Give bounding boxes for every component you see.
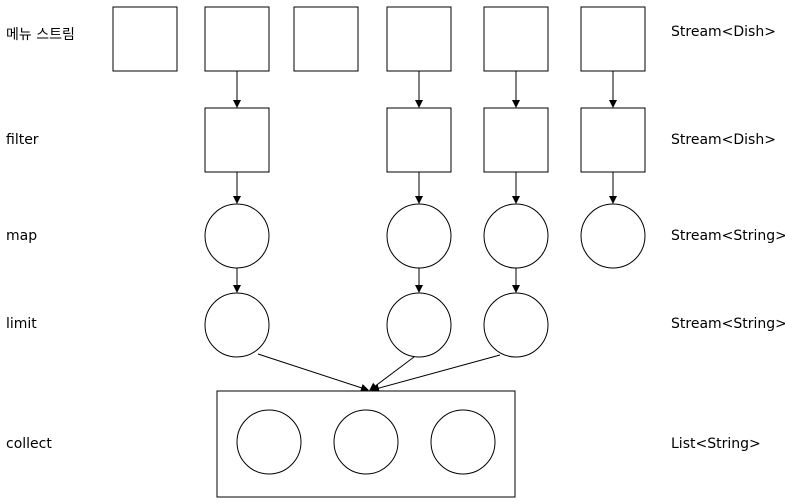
mapped-circle-3 (483, 203, 549, 269)
collected-circle-3 (430, 409, 496, 475)
mapped-circle-2 (386, 203, 452, 269)
dish-box-2 (204, 6, 270, 72)
stage-label-map: map (6, 228, 38, 244)
limited-circle-2 (386, 292, 452, 358)
mapped-circle-4 (580, 203, 646, 269)
dish-box-4 (386, 6, 452, 72)
collected-circle-1 (236, 409, 302, 475)
type-label-menu-stream: Stream<Dish> (671, 24, 776, 40)
type-label-limit: Stream<String> (671, 316, 785, 332)
filter-row (204, 107, 646, 173)
map-row (204, 203, 646, 269)
type-label-collect: List<String> (671, 436, 761, 452)
limited-circle-1 (204, 292, 270, 358)
type-label-map: Stream<String> (671, 228, 785, 244)
collect-box (216, 390, 516, 498)
arrows-to-map (233, 172, 617, 204)
arrows-to-filter (233, 71, 617, 108)
limited-circle-3 (483, 292, 549, 358)
filtered-box-4 (580, 107, 646, 173)
dish-box-3 (293, 6, 359, 72)
type-label-filter: Stream<Dish> (671, 132, 776, 148)
menu-stream-row (112, 6, 646, 72)
stage-label-menu-stream: 메뉴 스트림 (6, 27, 75, 43)
dish-box-6 (580, 6, 646, 72)
arrows-to-limit (233, 268, 520, 293)
filtered-box-1 (204, 107, 270, 173)
dish-box-5 (483, 6, 549, 72)
filtered-box-2 (386, 107, 452, 173)
arrow (369, 356, 415, 391)
arrow (257, 353, 369, 392)
arrows-to-collect (257, 353, 501, 393)
mapped-circle-1 (204, 203, 270, 269)
limit-row (204, 292, 549, 358)
stage-label-filter: filter (6, 132, 39, 148)
stage-label-collect: collect (6, 436, 52, 452)
collected-circle-2 (333, 409, 399, 475)
dish-box-1 (112, 6, 178, 72)
filtered-box-3 (483, 107, 549, 173)
stage-label-limit: limit (6, 316, 37, 332)
arrow (371, 354, 501, 393)
